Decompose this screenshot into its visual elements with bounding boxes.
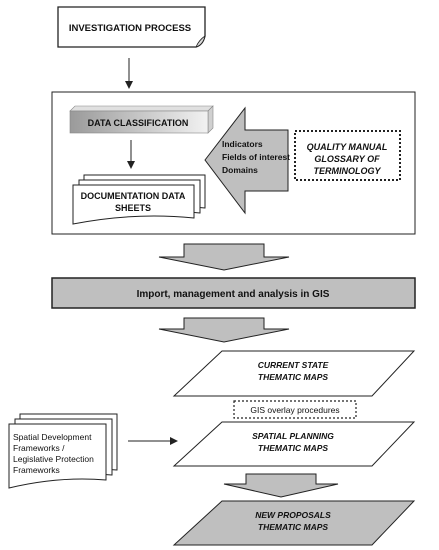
investigation-process-box: INVESTIGATION PROCESS [57,6,206,48]
investigation-process-label: INVESTIGATION PROCESS [69,23,191,34]
gis-bar-label: Import, management and analysis in GIS [137,289,330,300]
frameworks-documents: Spatial Development Frameworks / Legisla… [8,413,118,489]
arrow-term-indicators: Indicators [222,139,263,149]
quality-manual-box: QUALITY MANUAL GLOSSARY OF TERMINOLOGY [294,130,401,181]
current-state-maps: CURRENT STATE THEMATIC MAPS [172,350,416,397]
spatial-planning-line-2: THEMATIC MAPS [258,443,329,453]
documentation-line-2: SHEETS [115,203,151,213]
spatial-planning-maps: SPATIAL PLANNING THEMATIC MAPS [172,421,416,467]
frameworks-line-4: Frameworks [13,465,60,475]
gis-overlay-box: GIS overlay procedures [233,400,357,419]
current-state-line-2: THEMATIC MAPS [258,372,329,382]
documentation-line-1: DOCUMENTATION DATA [81,191,186,201]
frameworks-line-1: Spatial Development [13,432,92,442]
new-proposals-line-2: THEMATIC MAPS [258,522,329,532]
current-state-line-1: CURRENT STATE [258,360,329,370]
arrow-term-fields: Fields of interest [222,152,290,162]
quality-manual-line-3: TERMINOLOGY [314,166,382,176]
spatial-planning-line-1: SPATIAL PLANNING [252,431,334,441]
quality-manual-line-1: QUALITY MANUAL [307,142,388,152]
block-arrow-to-gis [158,243,290,271]
gis-bar: Import, management and analysis in GIS [51,277,416,309]
indicators-arrow: Indicators Fields of interest Domains [204,106,290,215]
quality-manual-line-2: GLOSSARY OF [314,154,380,164]
frameworks-line-3: Legislative Protection [13,454,94,464]
data-classification-label: DATA CLASSIFICATION [88,118,189,128]
block-arrow-to-proposals [223,473,339,498]
data-classification-box: DATA CLASSIFICATION [69,105,214,134]
arrow-term-domains: Domains [222,165,258,175]
new-proposals-maps: NEW PROPOSALS THEMATIC MAPS [172,500,416,546]
frameworks-line-2: Frameworks / [13,443,65,453]
gis-overlay-label: GIS overlay procedures [250,405,339,415]
new-proposals-line-1: NEW PROPOSALS [255,510,331,520]
documentation-sheets: DOCUMENTATION DATA SHEETS [72,174,206,225]
block-arrow-to-maps [158,317,290,343]
